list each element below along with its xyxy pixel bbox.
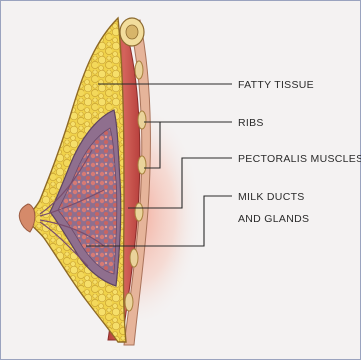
label-pectoralis-muscles: PECTORALIS MUSCLES [238, 153, 361, 165]
label-milk-ducts: MILK DUCTS [238, 191, 305, 203]
label-and-glands: AND GLANDS [238, 213, 309, 225]
clavicle-section [120, 18, 144, 46]
label-fatty-tissue: FATTY TISSUE [238, 79, 314, 91]
nipple [19, 204, 35, 232]
label-ribs: RIBS [238, 117, 264, 129]
